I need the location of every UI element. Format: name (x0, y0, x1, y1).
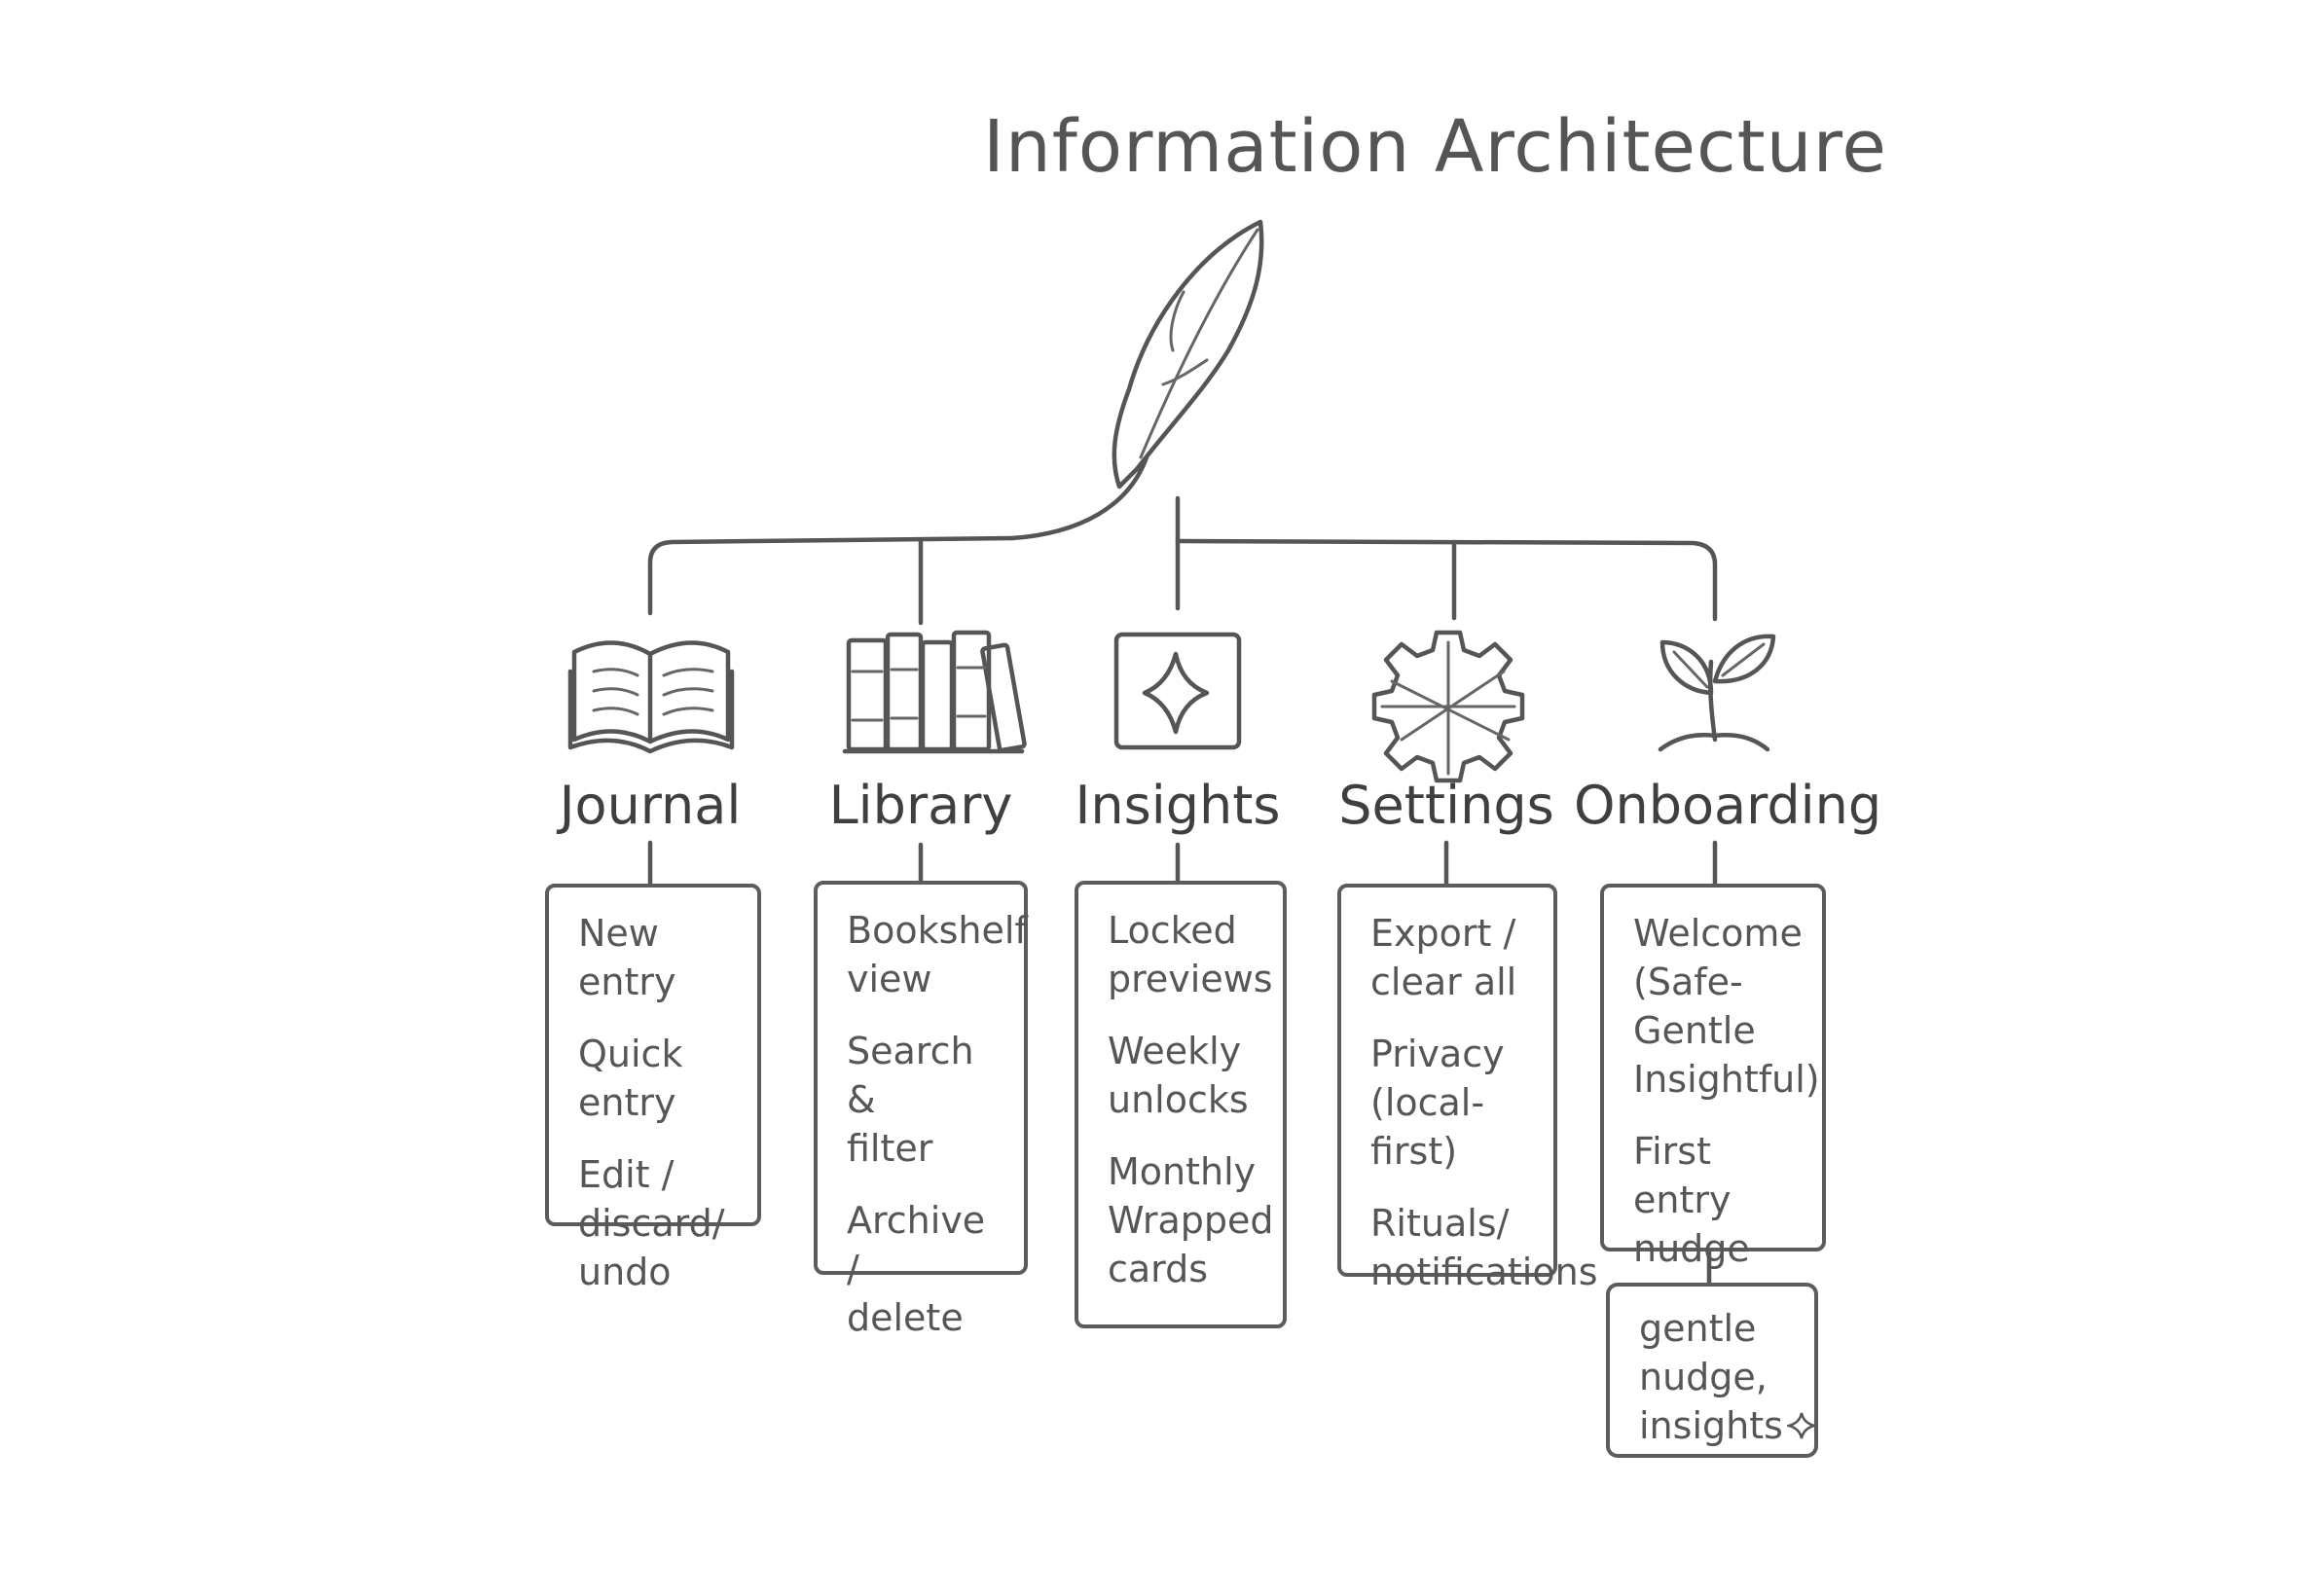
sparkle-icon (1784, 1412, 1819, 1439)
list-item: Monthly Wrapped cards (1108, 1150, 1274, 1290)
gear-icon (1371, 630, 1525, 783)
onboarding-note: gentle nudge, insights (1606, 1283, 1819, 1458)
bookshelf-icon (842, 630, 1027, 754)
list-item: Welcome (Safe- Gentle Insightful) (1633, 912, 1820, 1101)
library-card: Bookshelf view Search & filter Archive /… (814, 881, 1028, 1339)
list-item: Archive / delete (847, 1199, 986, 1339)
onboarding-card: Welcome (Safe- Gentle Insightful) First … (1600, 884, 1826, 1270)
list-item: Privacy (local-first) (1370, 1033, 1505, 1173)
list-item: Edit / discard/ undo (578, 1153, 725, 1293)
list-item: Search & filter (847, 1030, 974, 1170)
quill-feather-icon (1009, 219, 1264, 541)
list-item: First entry nudge (1633, 1130, 1750, 1270)
list-item: Locked previews (1108, 909, 1273, 1000)
section-label-journal: Journal (559, 775, 742, 836)
sprout-icon (1658, 634, 1776, 752)
section-label-insights: Insights (1075, 775, 1281, 836)
list-item: Bookshelf view (847, 909, 1028, 1000)
journal-card: New entry Quick entry Edit / discard/ un… (545, 884, 761, 1293)
list-item: Weekly unlocks (1108, 1030, 1249, 1121)
note-line: nudge, (1639, 1356, 1768, 1398)
section-label-library: Library (828, 775, 1013, 836)
open-book-icon (567, 640, 735, 754)
list-item: Quick entry (578, 1033, 683, 1124)
list-item: Rituals/ notifications (1370, 1202, 1598, 1293)
insights-card: Locked previews Weekly unlocks Monthly W… (1075, 881, 1287, 1328)
sparkle-icon (1113, 632, 1242, 750)
section-label-onboarding: Onboarding (1574, 775, 1882, 836)
list-item: New entry (578, 912, 676, 1003)
settings-card: Export / clear all Privacy (local-first)… (1337, 884, 1598, 1293)
note-line: gentle (1639, 1307, 1757, 1350)
list-item: Export / clear all (1370, 912, 1517, 1003)
diagram-title: Information Architecture (983, 105, 1887, 189)
note-line: insights (1639, 1404, 1783, 1447)
section-label-settings: Settings (1338, 775, 1554, 836)
